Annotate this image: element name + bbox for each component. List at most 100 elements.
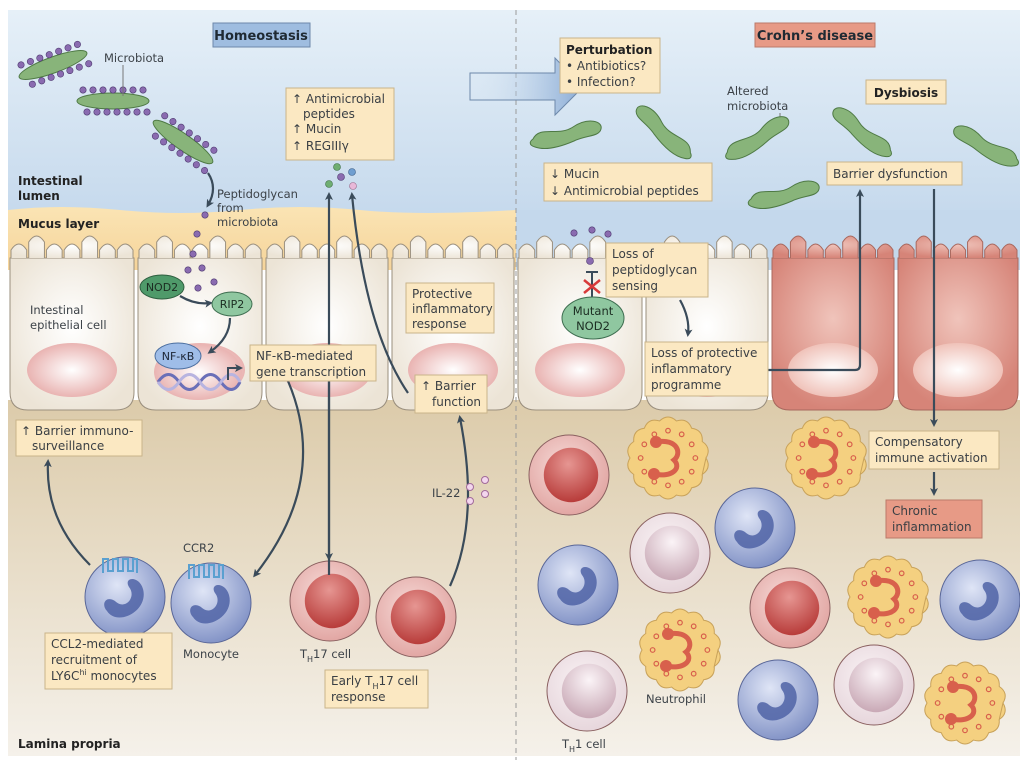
crohns-title: Crohn’s disease (757, 29, 873, 44)
nfkb-protein: NF-κB (154, 342, 202, 370)
th1-cell-nucleus (644, 525, 700, 581)
peptidoglycan-dot (184, 155, 192, 163)
microbe-body (635, 105, 692, 160)
damaged-epithelial-cell (771, 235, 895, 411)
monocyte-cell (939, 559, 1020, 641)
peptidoglycan-dot (210, 146, 218, 154)
altered-microbiota-label-2: microbiota (727, 99, 788, 113)
epithelial-cell (9, 235, 135, 411)
monocyte-nucleus (190, 585, 230, 624)
granule (898, 617, 905, 624)
microbe (151, 112, 218, 175)
epithelial-label-1: Intestinal (30, 303, 84, 317)
chronic-line-2: inflammation (892, 520, 972, 534)
granule (677, 674, 683, 681)
nfkb-to-monocyte-arrow (253, 380, 305, 578)
peptidoglycan-dot (201, 167, 209, 175)
peptidoglycan-dot (588, 226, 596, 234)
th17-cell-nucleus (390, 589, 446, 645)
barrier-to-amp-arrow (348, 192, 409, 394)
monocyte-nucleus (734, 510, 774, 549)
ccr2-receptor-icon (188, 564, 224, 579)
monocyte-nucleus (959, 582, 999, 621)
loss-protective-line-2: inflammatory (651, 362, 732, 376)
monocyte-label: Monocyte (183, 647, 239, 661)
to-barrier-dysfunction-arrow (768, 189, 864, 372)
neutrophil-nucleus (948, 683, 978, 723)
peptidoglycan-dot (26, 58, 34, 66)
monocyte-membrane (84, 556, 166, 638)
monocyte-cell (714, 487, 796, 569)
granule (690, 670, 697, 677)
lumen-label-1: Intestinal (18, 174, 83, 188)
neutrophil-lobe (662, 628, 674, 640)
loss-sensing-box: Loss of peptidoglycan sensing (605, 242, 709, 298)
monocyte-cell (170, 562, 252, 644)
th17-cell-nucleus (543, 447, 599, 503)
peptidoglycan-dot (36, 54, 44, 62)
granule (985, 713, 992, 720)
peptidoglycan-dot (83, 108, 91, 116)
protective-line-1: Protective (412, 287, 472, 301)
granule (846, 441, 853, 448)
microvilli (898, 235, 1018, 259)
peptidoglycan-dot (210, 278, 218, 286)
loss-protective-line-3: programme (651, 378, 721, 392)
th17-cell (375, 576, 457, 658)
altered-microbe (725, 116, 790, 160)
immunosurveillance-box: ↑ Barrier immuno- surveillance (15, 419, 143, 457)
granule (823, 427, 829, 434)
ccr2-label: CCR2 (183, 541, 214, 555)
peptidoglycan-arrow (206, 172, 215, 208)
mutant-nod2-protein: Mutant NOD2 (561, 296, 625, 340)
peptidoglycan-dot (189, 250, 197, 258)
microvilli (392, 235, 514, 259)
neutrophil-lobe (660, 660, 672, 672)
neutrophil-nucleus (809, 438, 839, 478)
perturbation-title: Perturbation (566, 43, 652, 57)
granule (934, 700, 941, 706)
granule (688, 441, 695, 448)
th17-cell-nucleus (304, 573, 360, 629)
granule (836, 431, 843, 438)
dysbiosis-label: Dysbiosis (874, 86, 938, 100)
th17-cell (749, 567, 831, 649)
granule (700, 660, 707, 667)
microbiota-left (17, 40, 218, 175)
chronic-line-1: Chronic (892, 504, 938, 518)
peptidoglycan-dot (38, 77, 46, 85)
granule (836, 478, 843, 485)
granule (908, 580, 915, 587)
monocyte-to-immuno-arrow (43, 459, 91, 566)
loss-sensing-line-2: peptidoglycan (612, 263, 697, 277)
peptidoglycan-dot (194, 135, 202, 143)
peptidoglycan-dot (47, 73, 55, 81)
neutrophil-lobe (650, 436, 662, 448)
granule (678, 431, 685, 438)
granule (861, 580, 868, 587)
microbe (76, 86, 151, 116)
nod2-to-rip2-arrow (179, 295, 213, 308)
granule (857, 594, 864, 600)
peptidoglycan-dot (55, 47, 63, 55)
granule (871, 617, 878, 624)
th17-label: TH17 cell (299, 647, 351, 664)
nfkb-box-line-2: gene transcription (256, 365, 366, 379)
altered-microbe (832, 107, 892, 158)
ccl2-line-3: LY6Chi monocytes (51, 668, 157, 683)
granule (985, 686, 992, 693)
perturbation-item-1: • Antibiotics? (566, 59, 646, 73)
monocyte-nucleus (104, 579, 144, 618)
mucin-line-2: ↓ Antimicrobial peptides (550, 184, 699, 198)
compensatory-line-1: Compensatory (875, 435, 963, 449)
immuno-line-2: surveillance (32, 439, 104, 453)
rip2-to-nfkb-arrow (207, 317, 232, 354)
neutrophil-label: Neutrophil (646, 692, 706, 706)
granule (975, 723, 982, 730)
neutrophil-lobe (808, 436, 820, 448)
peptidoglycan-dot (161, 112, 169, 120)
monocyte-cell (537, 544, 619, 626)
microvilli (772, 235, 894, 259)
early-th17-box: Early TH17 cell response (324, 669, 429, 709)
